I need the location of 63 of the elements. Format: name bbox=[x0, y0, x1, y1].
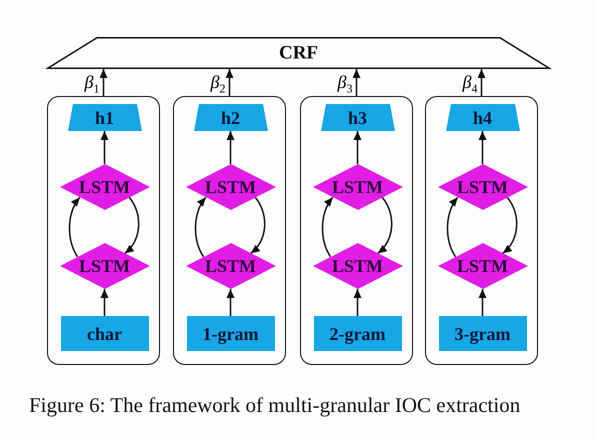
column-panel bbox=[173, 96, 286, 365]
arrow bbox=[124, 196, 140, 254]
node-label: 2-gram bbox=[330, 324, 386, 342]
node-label: CRF bbox=[278, 44, 318, 62]
lstm-diamond bbox=[438, 243, 528, 289]
arrow bbox=[502, 196, 518, 254]
edge-label: β$_{4}$ bbox=[462, 72, 478, 94]
arrow bbox=[100, 131, 108, 164]
arrow bbox=[446, 196, 458, 258]
arrow bbox=[352, 69, 360, 96]
lstm-diamond bbox=[438, 164, 528, 210]
node-label: LSTM bbox=[332, 178, 383, 196]
hidden-state-trapezoid bbox=[68, 104, 142, 131]
arrow bbox=[478, 289, 486, 316]
lstm-diamond bbox=[60, 243, 150, 289]
node-label: 3-gram bbox=[454, 324, 510, 342]
arrow bbox=[354, 289, 362, 316]
hidden-state-trapezoid bbox=[320, 104, 394, 131]
arrow bbox=[100, 69, 108, 96]
edge-label: β$_{2}$ bbox=[210, 72, 226, 94]
arrow bbox=[226, 69, 234, 96]
hidden-state-trapezoid bbox=[446, 104, 520, 131]
arrow bbox=[194, 196, 206, 258]
column-panel bbox=[425, 96, 538, 365]
input-box bbox=[314, 316, 402, 351]
node-label: LSTM bbox=[79, 257, 130, 275]
arrow bbox=[226, 131, 234, 164]
hidden-state-trapezoid bbox=[194, 104, 268, 131]
node-label: h3 bbox=[348, 108, 367, 126]
node-label: LSTM bbox=[457, 178, 508, 196]
input-box bbox=[60, 316, 148, 351]
node-label: char bbox=[87, 324, 122, 342]
arrow bbox=[478, 69, 486, 96]
column-panel bbox=[300, 96, 413, 365]
lstm-diamond bbox=[186, 164, 276, 210]
node-label: 1-gram bbox=[202, 324, 258, 342]
arrow bbox=[250, 196, 266, 254]
lstm-diamond bbox=[60, 164, 150, 210]
arrow bbox=[478, 131, 486, 164]
node-label: h1 bbox=[95, 108, 114, 126]
node-label: LSTM bbox=[205, 178, 256, 196]
arrow bbox=[354, 131, 362, 164]
lstm-diamond bbox=[186, 243, 276, 289]
lstm-diamond bbox=[312, 243, 402, 289]
node-label: h2 bbox=[221, 108, 240, 126]
arrow bbox=[68, 196, 80, 258]
arrow bbox=[322, 196, 334, 258]
input-box bbox=[438, 316, 526, 351]
column-panel bbox=[47, 96, 160, 365]
figure-caption: Figure 6: The framework of multi-granular IOC extraction bbox=[29, 393, 520, 418]
node-label: LSTM bbox=[457, 257, 508, 275]
node-label: LSTM bbox=[205, 257, 256, 275]
layer-trapezoid bbox=[47, 37, 550, 69]
node-label: LSTM bbox=[79, 178, 130, 196]
lstm-diamond bbox=[312, 164, 402, 210]
node-label: LSTM bbox=[332, 257, 383, 275]
arrow bbox=[100, 289, 108, 316]
node-label: h4 bbox=[473, 108, 492, 126]
input-box bbox=[186, 316, 274, 351]
edge-label: β$_{1}$ bbox=[84, 72, 100, 94]
arrow bbox=[377, 196, 392, 254]
edge-label: β$_{3}$ bbox=[336, 72, 354, 94]
arrow bbox=[226, 289, 234, 316]
